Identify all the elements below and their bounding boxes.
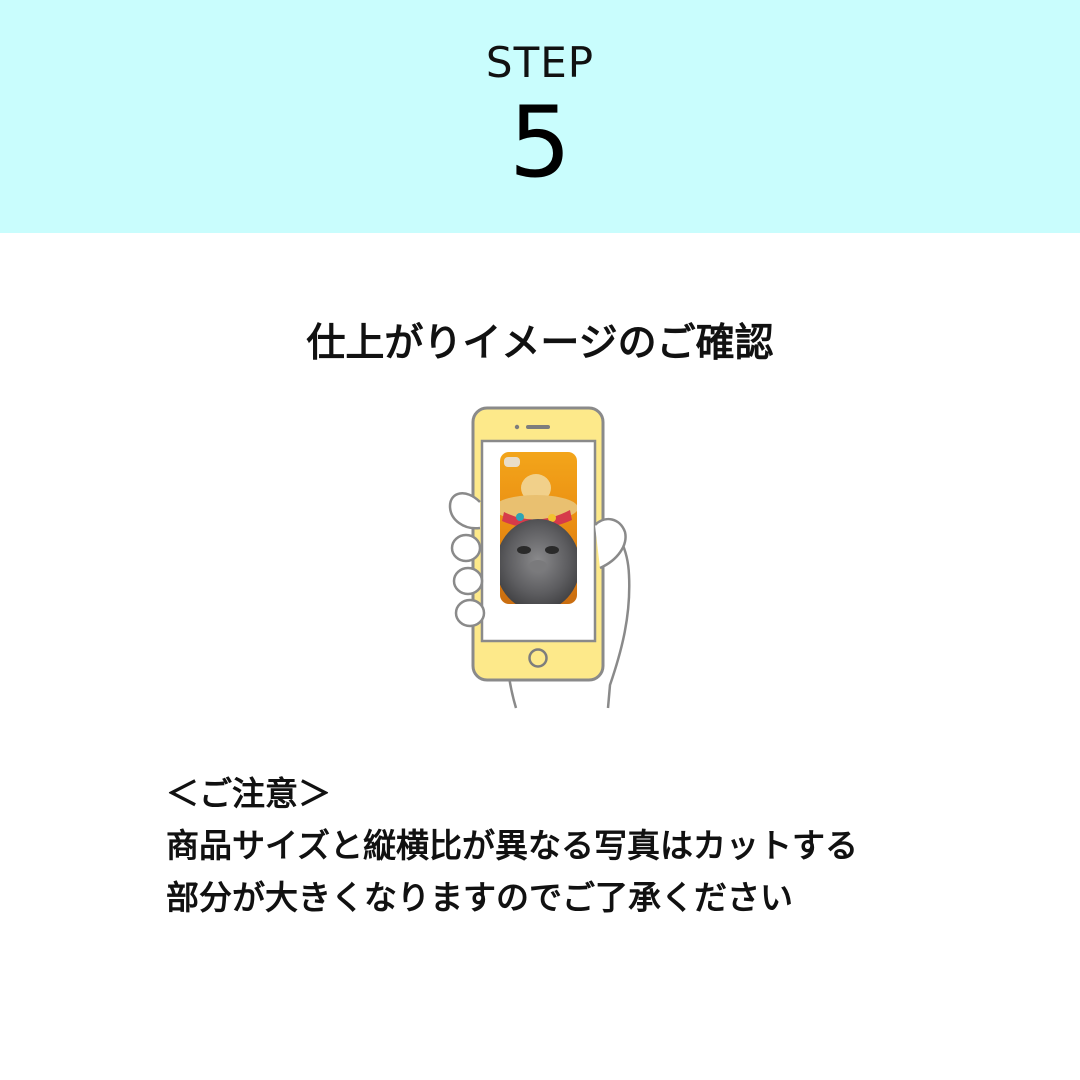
- step-label: STEP: [485, 38, 595, 87]
- notice-line: 商品サイズと縦横比が異なる写真はカットする: [166, 826, 859, 865]
- step-header-band: STEP 5: [0, 0, 1080, 233]
- hand-holding-smartphone-icon: [440, 400, 640, 715]
- step-number: 5: [508, 86, 572, 200]
- notice-title: ＜ご注意＞: [166, 774, 331, 813]
- section-heading: 仕上がりイメージのご確認: [306, 321, 774, 366]
- notice-line: 部分が大きくなりますのでご了承ください: [166, 878, 793, 917]
- notice-block: ＜ご注意＞ 商品サイズと縦横比が異なる写真はカットする 部分が大きくなりますので…: [166, 768, 1066, 924]
